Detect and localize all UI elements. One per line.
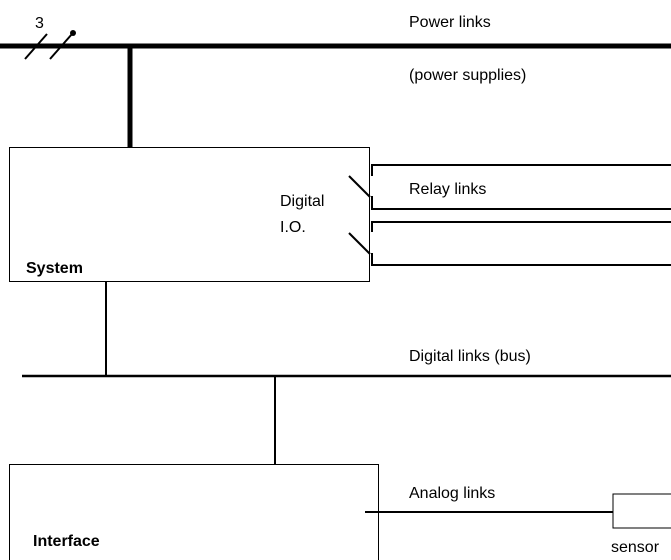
phase-tick-dot bbox=[70, 30, 76, 36]
power-supplies-label: (power supplies) bbox=[409, 67, 526, 84]
phase-tick-1 bbox=[24, 33, 48, 60]
phase-tick-2 bbox=[49, 33, 73, 60]
interface-block: Interface bbox=[9, 464, 379, 560]
sensor-label: sensor bbox=[611, 539, 660, 556]
phase-count-label: 3 bbox=[35, 15, 44, 32]
power-links-label: Power links bbox=[409, 14, 491, 31]
relay1-switch-blade bbox=[348, 175, 371, 198]
sensor-box bbox=[612, 493, 671, 529]
power-bus-group: 3 Power links (power supplies) bbox=[0, 14, 671, 147]
digital-io-label-line1: Digital bbox=[280, 193, 324, 210]
analog-links-label: Analog links bbox=[409, 485, 495, 502]
system-block: System Digital I.O. bbox=[9, 147, 370, 282]
relay2-switch-blade bbox=[348, 232, 371, 255]
relay-links-label: Relay links bbox=[409, 181, 486, 198]
system-box bbox=[9, 147, 370, 282]
system-title: System bbox=[26, 260, 83, 277]
relay-contacts-group: Relay links bbox=[348, 164, 671, 266]
analog-link-group: Analog links sensor bbox=[365, 485, 671, 556]
digital-bus-label: Digital links (bus) bbox=[409, 348, 531, 365]
digital-bus-group: Digital links (bus) bbox=[22, 282, 671, 464]
digital-io-label-line2: I.O. bbox=[280, 219, 306, 236]
interface-title: Interface bbox=[33, 533, 100, 550]
interface-box bbox=[9, 464, 379, 560]
